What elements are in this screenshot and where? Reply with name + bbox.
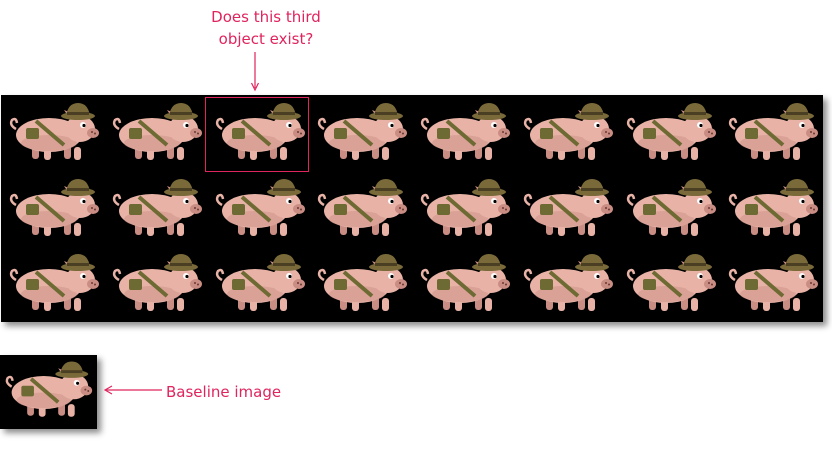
pig-sprite-icon — [3, 173, 105, 248]
pig-sprite-icon — [414, 173, 516, 248]
pig-sprite-icon — [106, 173, 208, 248]
pig-sprite-icon — [620, 173, 722, 248]
pig-sprite-icon — [722, 97, 824, 172]
pig-sprite-icon — [517, 97, 619, 172]
pig-sprite-icon — [722, 248, 824, 323]
pig-sprite-icon — [620, 97, 722, 172]
pig-sprite-icon — [5, 361, 93, 417]
baseline-label: Baseline image — [166, 383, 282, 401]
pig-sprite-icon — [209, 173, 311, 248]
pig-sprite-icon — [722, 173, 824, 248]
pig-sprite-icon — [209, 97, 311, 172]
question-line-1: Does this third — [211, 8, 321, 26]
pig-sprite-icon — [106, 97, 208, 172]
pig-sprite-icon — [620, 248, 722, 323]
question-line-2: object exist? — [218, 30, 314, 48]
pig-sprite-icon — [414, 97, 516, 172]
pig-sprite-icon — [311, 248, 413, 323]
pig-sprite-icon — [3, 97, 105, 172]
pig-sprite-icon — [414, 248, 516, 323]
pig-sprite-icon — [209, 248, 311, 323]
pig-sprite-icon — [3, 248, 105, 323]
arrow-down-icon — [250, 52, 260, 92]
pig-sprite-icon — [517, 248, 619, 323]
sprite-sheet — [1, 95, 823, 322]
pig-sprite-icon — [517, 173, 619, 248]
pig-sprite-icon — [311, 97, 413, 172]
pig-sprite-icon — [106, 248, 208, 323]
baseline-image — [0, 355, 97, 429]
question-annotation: Does this third object exist? — [196, 6, 336, 50]
pig-sprite-icon — [311, 173, 413, 248]
arrow-left-icon — [104, 385, 162, 395]
